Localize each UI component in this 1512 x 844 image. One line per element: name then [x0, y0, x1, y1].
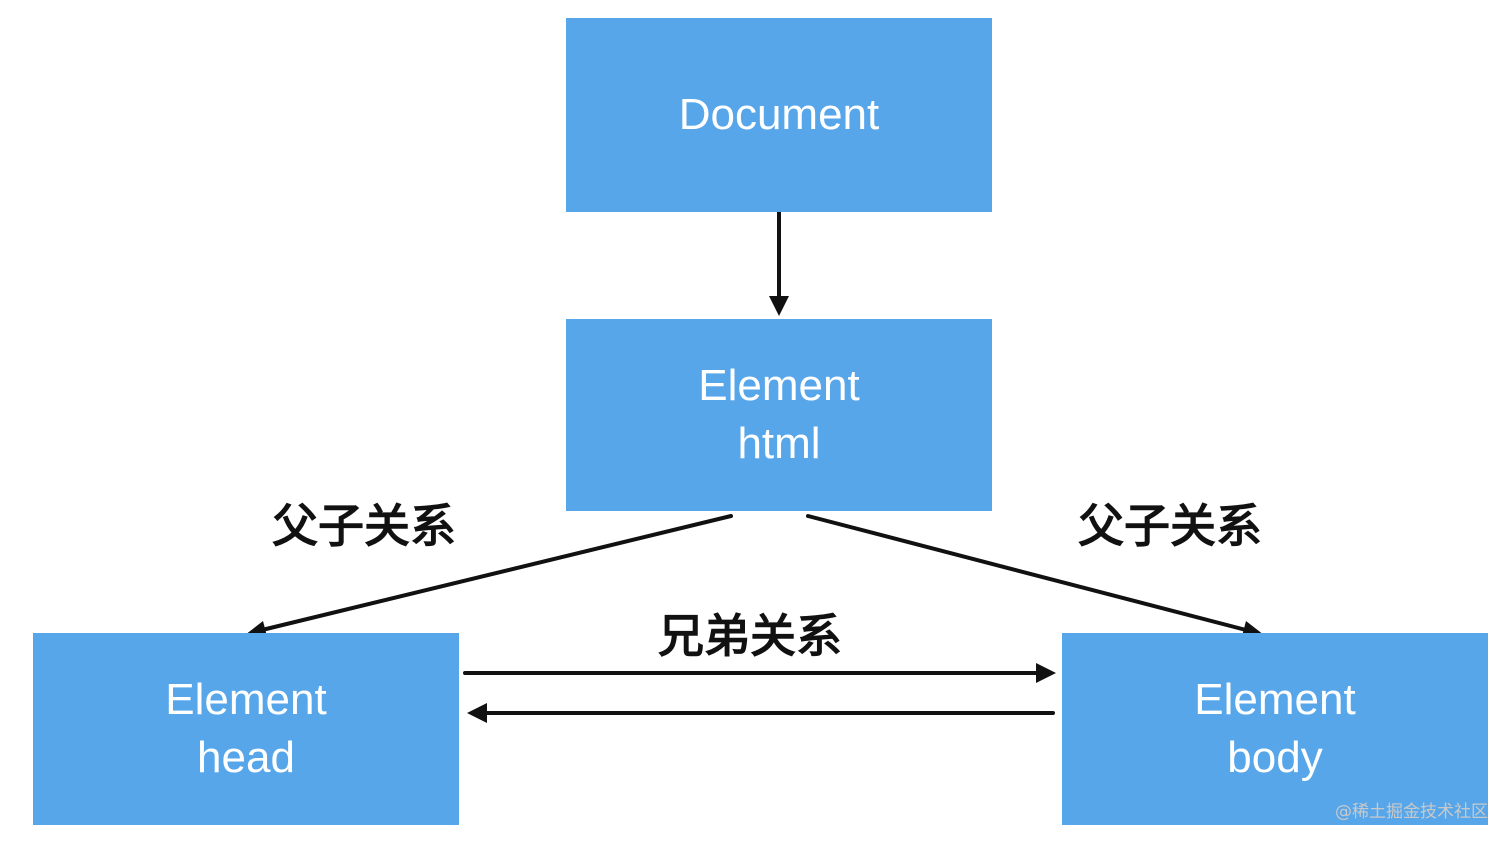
- node-head-type-label: Element: [165, 675, 327, 724]
- node-html-tag-label: html: [737, 419, 821, 468]
- arrow-html-to-body: [806, 514, 1248, 632]
- arrowhead-body-to-head: [467, 703, 487, 723]
- node-head-tag-label: head: [197, 733, 295, 782]
- relation-label-parent-child-left: 父子关系: [272, 499, 456, 553]
- watermark: @稀土掘金技术社区: [1335, 802, 1488, 822]
- arrow-html-to-head: [260, 514, 733, 632]
- node-document: Document: [566, 18, 992, 212]
- node-element-html: Element html: [566, 319, 992, 511]
- node-document-label: Document: [678, 90, 880, 139]
- relation-label-sibling: 兄弟关系: [658, 609, 842, 663]
- node-element-head: Element head: [33, 633, 459, 825]
- node-body-tag-label: body: [1227, 733, 1323, 782]
- node-html-type-label: Element: [698, 361, 860, 410]
- relation-label-parent-child-right: 父子关系: [1078, 499, 1262, 553]
- arrowhead-head-to-body: [1036, 663, 1056, 683]
- node-element-body: Element body: [1062, 633, 1488, 825]
- arrowhead-document-to-html: [769, 296, 789, 316]
- node-body-type-label: Element: [1194, 675, 1356, 724]
